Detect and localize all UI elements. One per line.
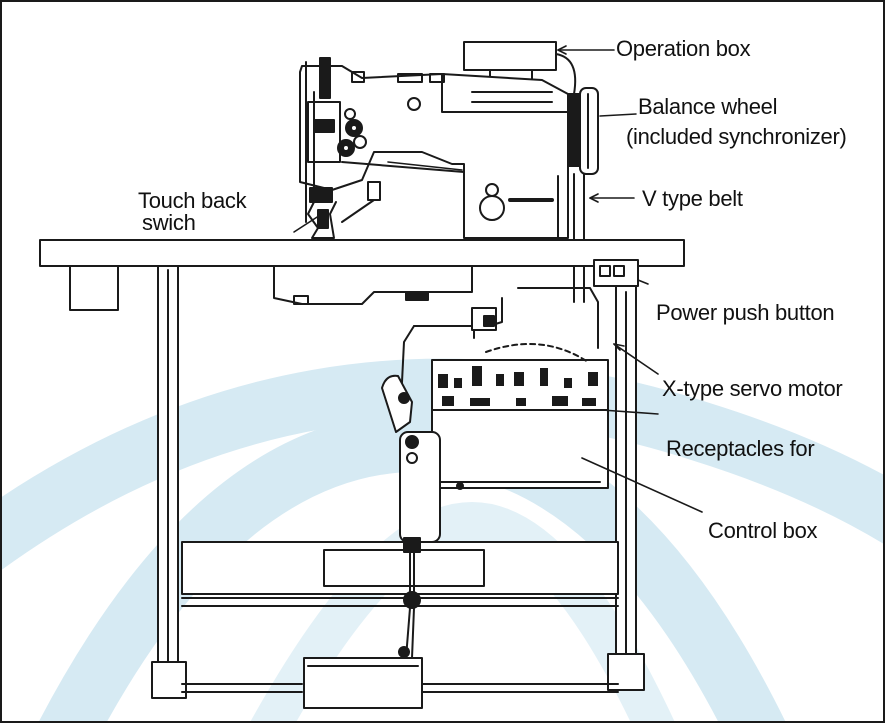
machine-head bbox=[299, 57, 569, 239]
label-balance-wheel-sub: (included synchronizer) bbox=[626, 124, 847, 149]
label-servo-motor: X-type servo motor bbox=[662, 376, 843, 401]
stand-frame bbox=[151, 265, 645, 699]
label-balance-wheel: Balance wheel bbox=[638, 94, 778, 119]
label-v-type-belt: V type belt bbox=[642, 186, 743, 211]
label-operation-box: Operation box bbox=[616, 36, 751, 61]
label-touch-back-line2: swich bbox=[142, 210, 196, 235]
leader-lines bbox=[293, 45, 703, 513]
servo-motor-shape bbox=[399, 287, 609, 490]
balance-wheel-shape bbox=[567, 87, 599, 175]
table-top bbox=[39, 239, 685, 311]
knee-lifter bbox=[381, 374, 441, 553]
power-push-button-shape bbox=[593, 259, 639, 287]
v-belt-shape bbox=[573, 173, 585, 303]
label-touch-back-line1: Touch back bbox=[138, 188, 247, 213]
pedal-shape bbox=[303, 551, 423, 709]
label-receptacles: Receptacles for bbox=[666, 436, 815, 461]
label-power-push-button: Power push button bbox=[656, 300, 835, 325]
label-control-box: Control box bbox=[708, 518, 818, 543]
